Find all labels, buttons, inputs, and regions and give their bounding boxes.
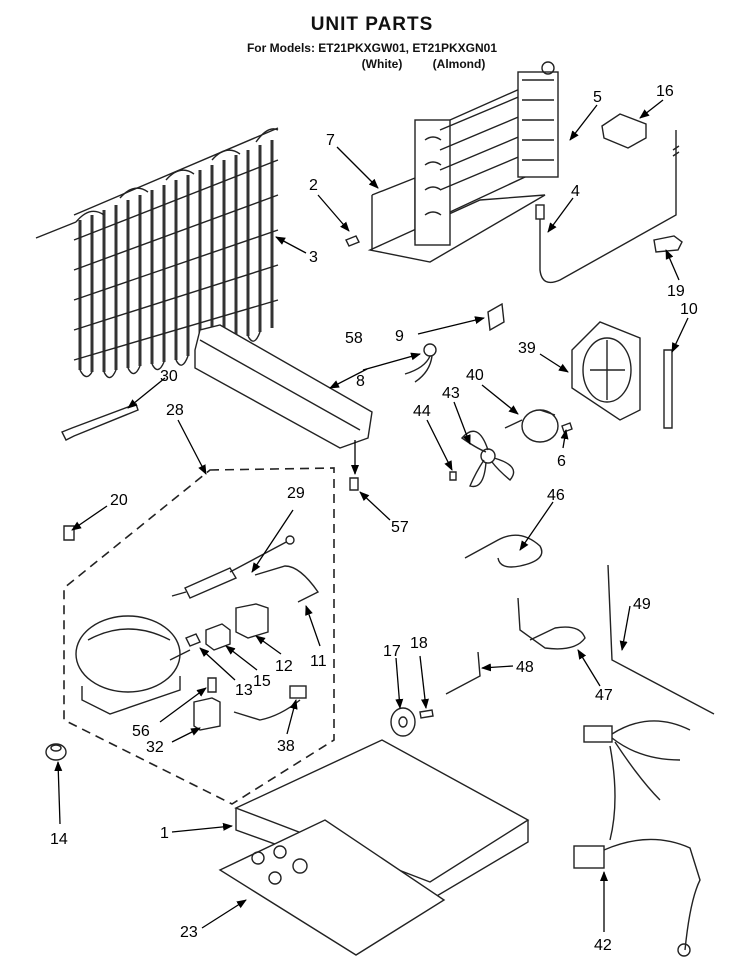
part-47-tube <box>517 597 586 650</box>
callout-56: 56 <box>132 723 150 740</box>
callout-5: 5 <box>593 89 602 106</box>
callout-29: 29 <box>287 485 305 502</box>
callout-43: 43 <box>442 385 460 402</box>
color-almond-label: (Almond) <box>433 57 486 71</box>
callout-19: 19 <box>667 283 685 300</box>
callout-28: 28 <box>166 402 184 419</box>
part-29-drier <box>171 535 295 599</box>
callout-8: 8 <box>356 373 365 390</box>
part-19-clip <box>653 235 683 253</box>
screw-2 <box>345 235 360 247</box>
callout-3: 3 <box>309 249 318 266</box>
part-57-screw <box>349 477 359 491</box>
compressor <box>75 615 191 715</box>
models-line: For Models: ET21PKXGW01, ET21PKXGN01 <box>247 41 497 55</box>
callout-49: 49 <box>633 596 651 613</box>
callout-39: 39 <box>518 340 536 357</box>
callout-44: 44 <box>413 403 431 420</box>
leader-lines <box>54 99 689 932</box>
callout-11: 11 <box>310 653 327 670</box>
callout-2: 2 <box>309 177 318 194</box>
callout-14: 14 <box>50 831 68 848</box>
callout-23: 23 <box>180 924 198 941</box>
callout-4: 4 <box>571 183 580 200</box>
evaporator-assembly <box>367 61 559 263</box>
part-12-relay <box>235 603 269 639</box>
callout-9: 9 <box>395 328 404 345</box>
callout-12: 12 <box>275 658 293 675</box>
part-11-tube <box>254 565 320 603</box>
part-18-screw <box>419 709 434 719</box>
thermostat-wire <box>539 130 677 284</box>
wire-connector <box>535 204 545 220</box>
callout-30: 30 <box>160 368 178 385</box>
callout-16: 16 <box>656 83 674 100</box>
callout-32: 32 <box>146 739 164 756</box>
callout-58: 58 <box>345 330 363 347</box>
part-17-roller <box>390 707 416 737</box>
callout-47: 47 <box>595 687 613 704</box>
part-42-wiring-harness <box>573 720 701 957</box>
page-title: UNIT PARTS <box>311 14 434 35</box>
callout-7: 7 <box>326 132 335 149</box>
part-40-fan-motor <box>504 409 559 443</box>
part-44-nut <box>449 471 457 481</box>
part-23-insulation <box>218 819 446 956</box>
callout-46: 46 <box>547 487 565 504</box>
part-56-screw <box>207 677 217 693</box>
callout-38: 38 <box>277 738 295 755</box>
callout-13: 13 <box>235 682 253 699</box>
callout-48: 48 <box>516 659 534 676</box>
callout-42: 42 <box>594 937 612 954</box>
part-15-overload <box>205 623 231 651</box>
callout-numbers: 1 2 3 4 5 6 7 8 9 10 11 12 13 14 15 16 1… <box>50 83 698 954</box>
callout-20: 20 <box>110 492 128 509</box>
part-48-tube <box>445 651 481 695</box>
compressor-kit-outline <box>63 467 335 805</box>
callout-57: 57 <box>391 519 409 536</box>
part-13-terminal <box>185 633 201 647</box>
part-43-fan-blade <box>460 430 515 488</box>
part-49-tube <box>607 564 715 715</box>
part-20-screw <box>63 525 75 541</box>
callout-1: 1 <box>160 825 169 842</box>
color-white-label: (White) <box>362 57 403 71</box>
callout-17: 17 <box>383 643 401 660</box>
part-14-grommet <box>45 743 67 761</box>
part-39-fan-shroud <box>571 321 641 421</box>
part-46-tube <box>464 534 543 568</box>
part-8-socket <box>404 343 437 383</box>
callout-10: 10 <box>680 301 698 318</box>
part-30-rod <box>61 403 139 441</box>
part-9-clip <box>487 302 505 332</box>
part-16-cover <box>601 113 647 149</box>
condenser-coil <box>35 127 279 379</box>
part-58-duct <box>194 324 373 449</box>
part-32-capacitor <box>193 697 221 731</box>
callout-15: 15 <box>253 673 271 690</box>
part-6-screw <box>561 422 573 433</box>
callout-6: 6 <box>557 453 566 470</box>
callout-18: 18 <box>410 635 428 652</box>
callout-40: 40 <box>466 367 484 384</box>
part-10-strip <box>663 349 673 429</box>
